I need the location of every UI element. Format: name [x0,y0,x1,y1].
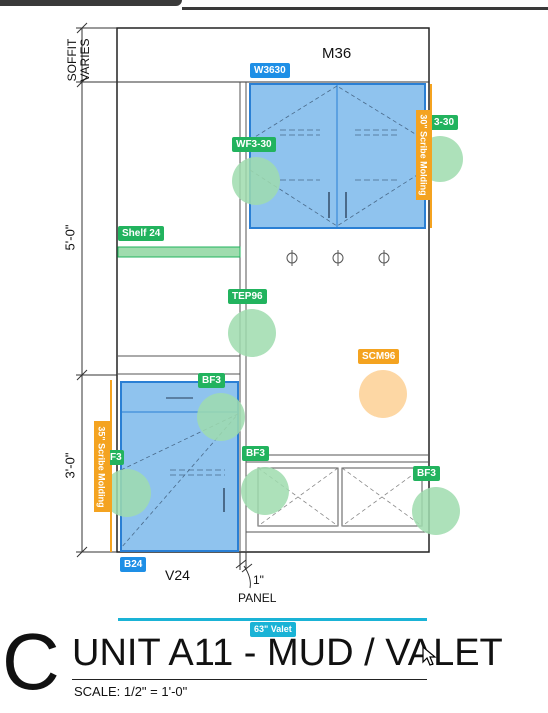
label-panel: PANEL [238,591,277,605]
tag-valet[interactable]: 63" Valet [250,622,296,637]
label-v24: V24 [165,567,190,583]
marker-wf3-30-left [232,157,280,205]
marker-bf3-left [103,469,151,517]
unit-outline [116,27,430,553]
tag-wf3-30-left[interactable]: WF3-30 [232,137,276,152]
tag-bf3-top[interactable]: BF3 [198,373,225,388]
mouse-cursor-icon [422,646,437,666]
tag-bf3-right[interactable]: BF3 [413,466,440,481]
tab-divider [182,7,548,10]
marker-bf3-top [197,393,245,441]
hook-2-icon [332,250,344,266]
tag-bf3-left[interactable]: F3 [108,450,124,465]
shelf-24 [117,246,241,258]
tag-tep96[interactable]: TEP96 [228,289,267,304]
soffit-label: SOFFIT VARIES [65,38,92,82]
tag-b24[interactable]: B24 [120,557,147,572]
tag-scm96[interactable]: SCM96 [358,349,400,364]
top-tab-strip [0,0,548,10]
hook-1-icon [286,250,298,266]
tag-bf3-mid[interactable]: BF3 [242,446,269,461]
title-underline [72,679,427,680]
marker-bf3-mid [241,467,289,515]
label-panel-size: 1" [253,573,264,587]
dimension-lower: 3'-0" [62,452,78,479]
tag-wf3-30-right[interactable]: 3-30 [430,115,459,130]
valet-line [118,618,427,621]
marker-tep96 [228,309,276,357]
marker-scm96 [359,370,407,418]
title-letter: C [2,617,60,706]
tag-w3630[interactable]: W3630 [250,63,290,78]
page-title: UNIT A11 - MUD / VALET [72,632,503,674]
dimension-upper: 5'-0" [62,224,78,251]
scale-label: SCALE: 1/2" = 1'-0" [74,684,188,699]
hook-3-icon [378,250,390,266]
marker-bf3-right [412,487,460,535]
scribe-molding-left[interactable]: 35" Scribe Molding [94,421,110,512]
scribe-molding-right[interactable]: 30" Scribe Molding [416,110,432,200]
label-m36: M36 [322,45,352,62]
active-tab[interactable] [0,0,182,6]
tag-shelf-24[interactable]: Shelf 24 [118,226,165,241]
